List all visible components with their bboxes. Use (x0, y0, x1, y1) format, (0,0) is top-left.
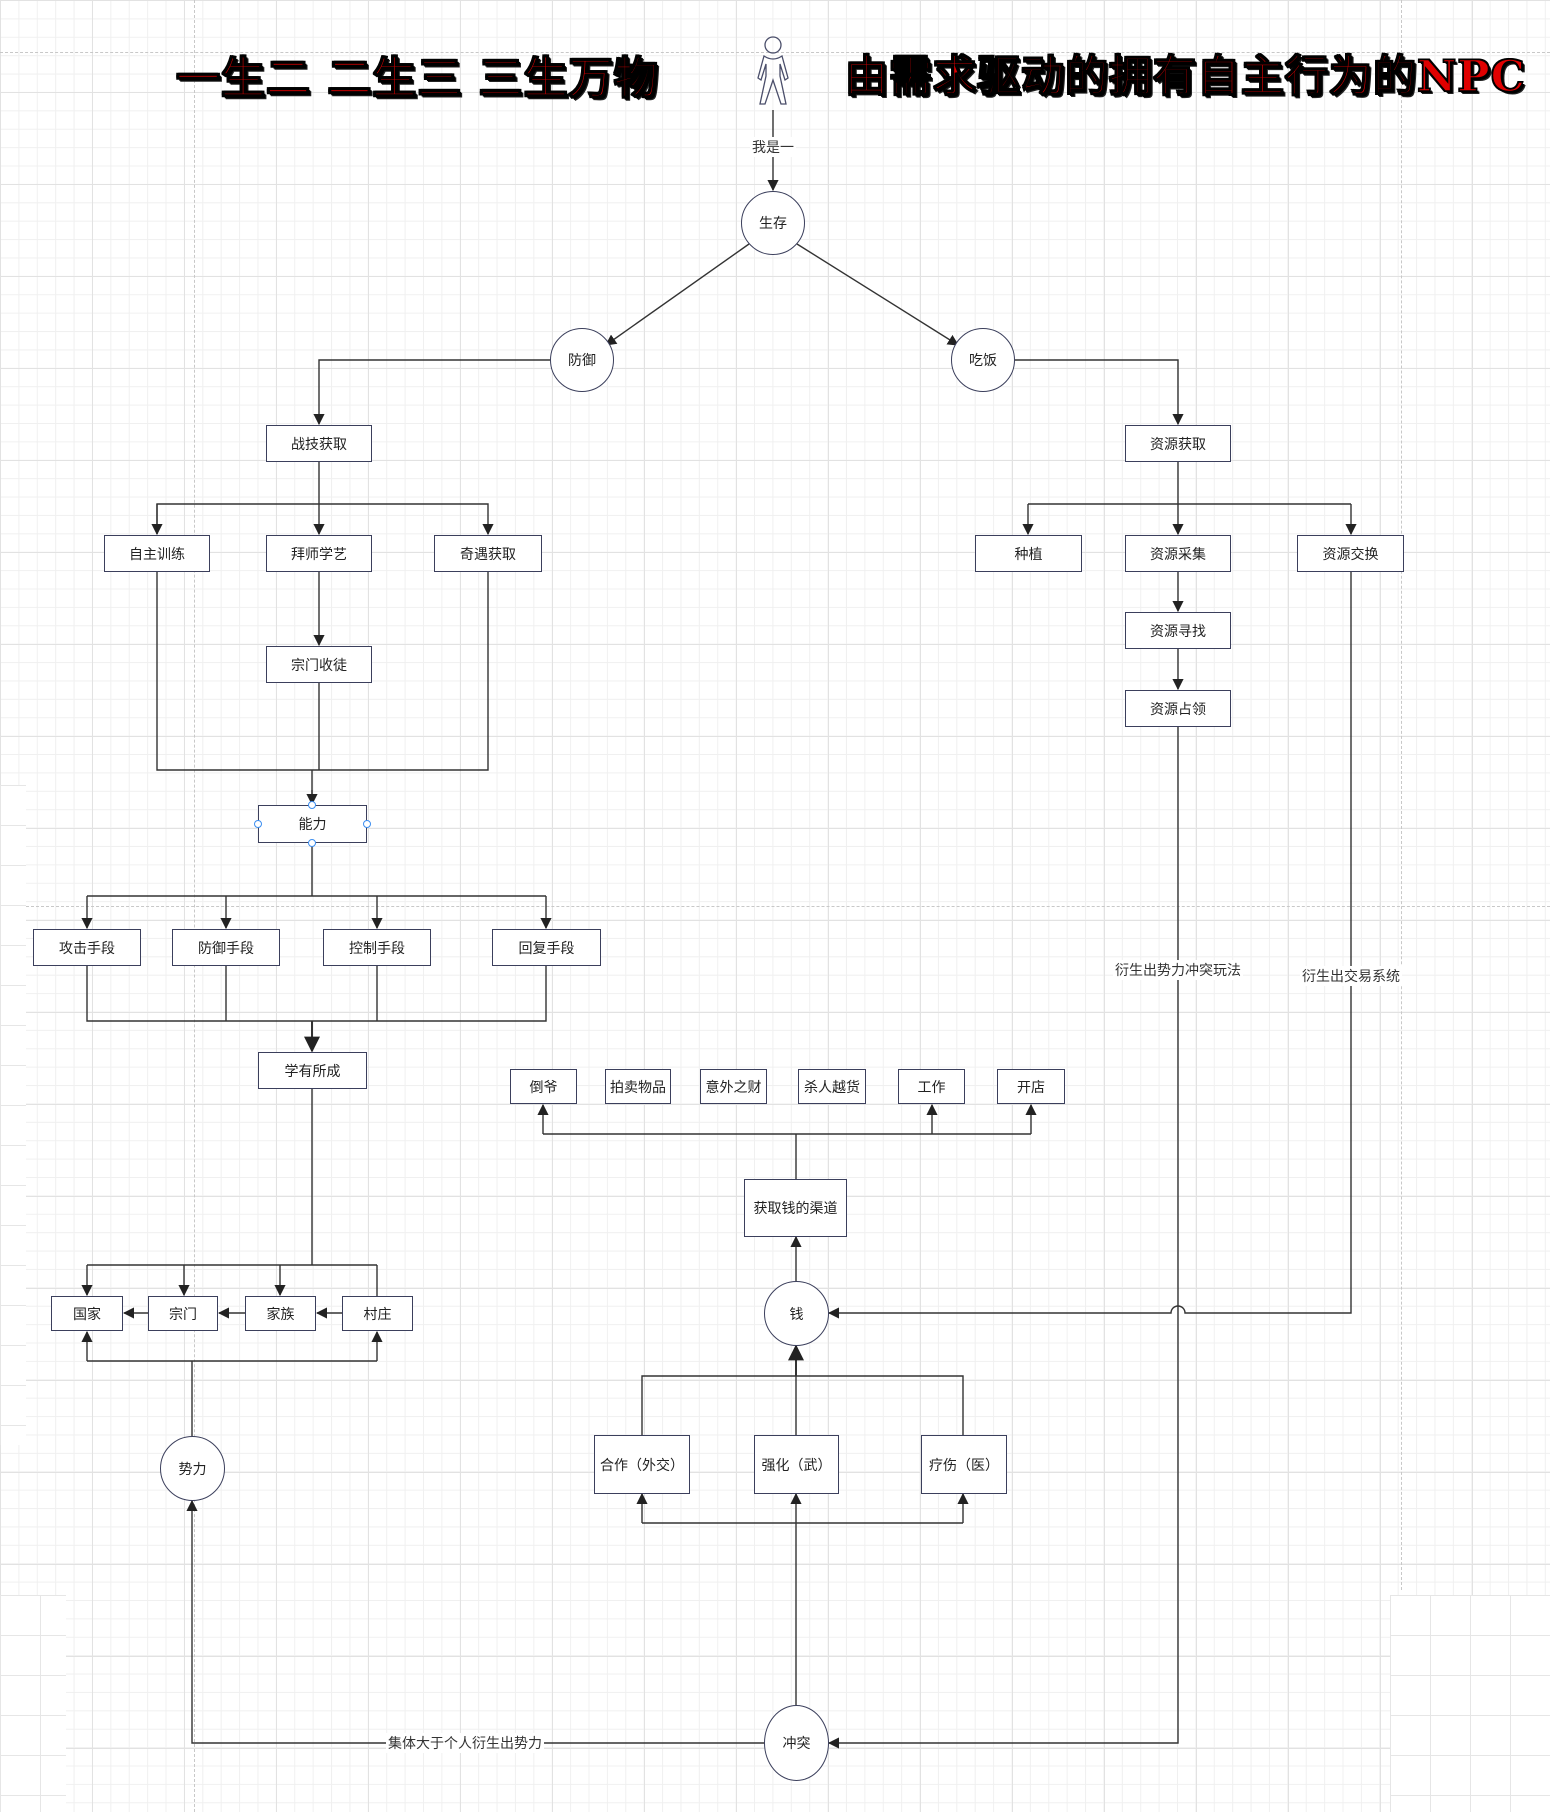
node-apprentice[interactable]: 拜师学艺 (266, 535, 372, 572)
edge-label-trade-system: 衍生出交易系统 (1300, 966, 1402, 986)
node-money-channel[interactable]: 工作 (898, 1069, 965, 1104)
node-gather[interactable]: 资源采集 (1125, 535, 1231, 572)
canvas-patch (0, 1595, 66, 1812)
node-skill-acquire[interactable]: 战技获取 (266, 425, 372, 462)
page-break-line (26, 906, 1550, 907)
node-attack[interactable]: 攻击手段 (33, 929, 141, 966)
selection-handle[interactable] (308, 839, 316, 847)
node-money-channel[interactable]: 倒爷 (510, 1069, 577, 1104)
node-money-channel[interactable]: 杀人越货 (798, 1069, 866, 1104)
node-adventure[interactable]: 奇遇获取 (434, 535, 542, 572)
edge-label-collective: 集体大于个人衍生出势力 (386, 1733, 544, 1753)
edge-conflict-power (186, 1499, 764, 1744)
node-money[interactable]: 钱 (764, 1281, 829, 1346)
node-sect[interactable]: 宗门 (148, 1296, 218, 1331)
node-money-channel[interactable]: 拍卖物品 (605, 1069, 671, 1104)
node-sect-recruit[interactable]: 宗门收徒 (266, 646, 372, 683)
node-occupy[interactable]: 资源占领 (1125, 690, 1231, 727)
node-mastery[interactable]: 学有所成 (258, 1052, 367, 1089)
node-clan[interactable]: 家族 (245, 1296, 316, 1331)
node-village[interactable]: 村庄 (342, 1296, 413, 1331)
node-eat[interactable]: 吃饭 (951, 328, 1015, 392)
node-money-channel-hub[interactable]: 获取钱的渠道 (744, 1179, 847, 1237)
canvas-patch (0, 785, 26, 1445)
node-defend-means[interactable]: 防御手段 (172, 929, 280, 966)
node-control[interactable]: 控制手段 (323, 929, 431, 966)
node-money-channel[interactable]: 意外之财 (700, 1069, 767, 1104)
edge-survive-defense (605, 243, 750, 346)
title-left: 一生二 二生三 三生万物 (175, 52, 659, 105)
node-strengthen[interactable]: 强化（武） (754, 1435, 839, 1494)
node-cooperate[interactable]: 合作（外交） (594, 1435, 690, 1494)
person-icon (757, 36, 789, 105)
node-resource-acquire[interactable]: 资源获取 (1125, 425, 1231, 462)
node-defense[interactable]: 防御 (550, 328, 614, 392)
page-break-line (1401, 0, 1402, 1590)
node-search[interactable]: 资源寻找 (1125, 612, 1231, 649)
selection-handle[interactable] (363, 820, 371, 828)
selection-handle[interactable] (308, 801, 316, 809)
title-right: 由需求驱动的拥有自主行为的NPC (844, 51, 1526, 103)
node-plant[interactable]: 种植 (975, 535, 1082, 572)
node-recover[interactable]: 回复手段 (492, 929, 601, 966)
edge-label-power-conflict: 衍生出势力冲突玩法 (1113, 960, 1243, 980)
node-money-channel[interactable]: 开店 (997, 1069, 1065, 1104)
node-heal[interactable]: 疗伤（医） (921, 1435, 1007, 1494)
edge-label-actor: 我是一 (750, 137, 796, 157)
edge-occupy-conflict (827, 727, 1179, 1749)
edge-join-ability (156, 572, 489, 804)
node-self-train[interactable]: 自主训练 (104, 535, 210, 572)
node-power[interactable]: 势力 (160, 1436, 225, 1501)
node-ability[interactable]: 能力 (258, 805, 367, 843)
node-conflict[interactable]: 冲突 (764, 1705, 829, 1781)
edge-survive-eat (796, 243, 959, 346)
canvas-patch (1390, 1595, 1550, 1812)
selection-handle[interactable] (254, 820, 262, 828)
node-exchange[interactable]: 资源交换 (1297, 535, 1404, 572)
edge-exchange-money (827, 572, 1352, 1319)
node-country[interactable]: 国家 (51, 1296, 123, 1331)
node-survive[interactable]: 生存 (741, 191, 805, 255)
edge-defense-skill (313, 359, 550, 426)
